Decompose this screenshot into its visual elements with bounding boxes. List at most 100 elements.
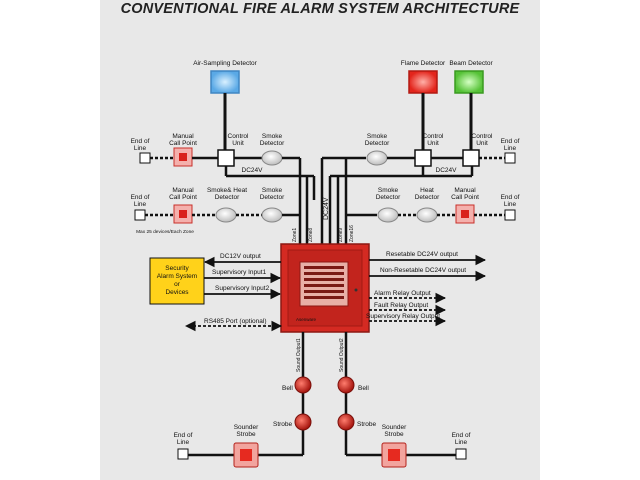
non-resetable-output-label: Non-Resetable DC24V output bbox=[380, 267, 466, 274]
svg-text:Control: Control bbox=[423, 133, 445, 140]
svg-text:Call Point: Call Point bbox=[451, 194, 479, 201]
zone-row-2-left: End of Line Manual Call Point Smoke& Hea… bbox=[131, 187, 300, 235]
end-of-line-bottom-right bbox=[455, 448, 467, 460]
supervisory-input1-label: Supervisory Input1 bbox=[212, 269, 267, 276]
feed-lines bbox=[223, 93, 473, 150]
security-alarm-box: Security Alarm System or Devices bbox=[149, 257, 205, 305]
end-of-line-bottom-left bbox=[177, 448, 189, 460]
svg-text:Line: Line bbox=[134, 145, 147, 152]
svg-text:End of: End of bbox=[131, 194, 150, 201]
air-sampling-detector bbox=[210, 70, 240, 94]
svg-text:Control: Control bbox=[228, 133, 250, 140]
smoke-detector-r1 bbox=[366, 150, 388, 166]
bell-right bbox=[337, 376, 355, 394]
bell-right-label: Bell bbox=[358, 385, 369, 392]
air-sampling-label: Air-Sampling Detector bbox=[193, 60, 257, 67]
smoke-heat-detector bbox=[215, 207, 237, 223]
svg-text:End of: End of bbox=[131, 138, 150, 145]
zone-row-1-left: End of Line Manual Call Point Control Un… bbox=[131, 133, 300, 167]
flame-label: Flame Detector bbox=[401, 60, 446, 67]
zone-row-2-right: Smoke Detector Heat Detector Manual Call… bbox=[346, 187, 520, 224]
zone9-label: Zone9 bbox=[338, 228, 344, 242]
diagram-title: CONVENTIONAL FIRE ALARM SYSTEM ARCHITECT… bbox=[120, 1, 520, 17]
svg-text:Detector: Detector bbox=[415, 194, 440, 201]
svg-text:Call Point: Call Point bbox=[169, 194, 197, 201]
control-unit-r1 bbox=[414, 149, 432, 167]
control-unit-1 bbox=[217, 149, 235, 167]
svg-text:Detector: Detector bbox=[260, 140, 285, 147]
strobe-right-label: Strobe bbox=[357, 421, 377, 428]
svg-text:Smoke: Smoke bbox=[378, 187, 399, 194]
bell-left bbox=[294, 376, 312, 394]
svg-text:End of: End of bbox=[501, 194, 520, 201]
sound-output1-label: Sound Output1 bbox=[296, 338, 302, 372]
control-unit-r2 bbox=[462, 149, 480, 167]
svg-text:Strobe: Strobe bbox=[384, 431, 404, 438]
heat-detector bbox=[416, 207, 438, 223]
fire-alarm-control-panel: Asenware bbox=[280, 243, 370, 333]
svg-text:Manual: Manual bbox=[172, 187, 194, 194]
svg-text:Smoke& Heat: Smoke& Heat bbox=[207, 187, 247, 194]
strobe-right bbox=[337, 413, 355, 431]
dc24v-vertical-label: DC24V bbox=[323, 197, 330, 220]
beam-detector bbox=[454, 70, 484, 94]
alarm-relay-label: Alarm Relay Output bbox=[374, 290, 431, 297]
flame-detector bbox=[408, 70, 438, 94]
beam-label: Beam Detector bbox=[449, 60, 493, 67]
zone1-label: Zone1 bbox=[292, 228, 298, 242]
svg-text:Manual: Manual bbox=[454, 187, 476, 194]
svg-text:Call Point: Call Point bbox=[169, 140, 197, 147]
smoke-detector-2 bbox=[261, 207, 283, 223]
svg-text:Line: Line bbox=[177, 439, 190, 446]
svg-text:Sounder: Sounder bbox=[382, 424, 407, 431]
strobe-left-label: Strobe bbox=[273, 421, 293, 428]
svg-text:Detector: Detector bbox=[376, 194, 401, 201]
svg-text:Unit: Unit bbox=[232, 140, 244, 147]
supervisory-relay-label: Supervisory Relay Output bbox=[366, 313, 440, 320]
svg-text:Detector: Detector bbox=[215, 194, 240, 201]
sounder-strobe-right bbox=[381, 442, 407, 468]
smoke-detector-1 bbox=[261, 150, 283, 166]
smoke-detector-r2 bbox=[377, 207, 399, 223]
svg-text:Unit: Unit bbox=[476, 140, 488, 147]
zone8-label: Zone8 bbox=[308, 228, 314, 242]
strobe-left bbox=[294, 413, 312, 431]
svg-text:Alarm System: Alarm System bbox=[157, 273, 197, 280]
svg-text:Smoke: Smoke bbox=[262, 187, 283, 194]
dc24v-bus bbox=[224, 166, 474, 178]
svg-text:End of: End of bbox=[452, 432, 471, 439]
svg-text:or: or bbox=[174, 281, 181, 288]
svg-text:End of: End of bbox=[501, 138, 520, 145]
rs485-label: RS485 Port (optional) bbox=[204, 318, 267, 325]
left-io-lines bbox=[184, 256, 283, 332]
svg-text:Smoke: Smoke bbox=[262, 133, 283, 140]
dc12v-output-label: DC12V output bbox=[220, 253, 261, 260]
resetable-output-label: Resetable DC24V output bbox=[386, 251, 458, 258]
right-io-lines bbox=[369, 254, 487, 327]
sound-output2-label: Sound Output2 bbox=[339, 338, 345, 372]
svg-text:Heat: Heat bbox=[420, 187, 434, 194]
svg-text:Line: Line bbox=[455, 439, 468, 446]
svg-text:Unit: Unit bbox=[427, 140, 439, 147]
svg-text:Devices: Devices bbox=[165, 289, 189, 296]
svg-text:Line: Line bbox=[504, 145, 517, 152]
svg-text:Smoke: Smoke bbox=[367, 133, 388, 140]
svg-text:Manual: Manual bbox=[172, 133, 194, 140]
svg-text:End of: End of bbox=[174, 432, 193, 439]
supervisory-input2-label: Supervisory Input2 bbox=[215, 285, 270, 292]
max-devices-note: Max 25 devices/Each Zone bbox=[136, 229, 194, 235]
svg-text:Control: Control bbox=[472, 133, 494, 140]
svg-text:Strobe: Strobe bbox=[236, 431, 256, 438]
fault-relay-label: Fault Relay Output bbox=[374, 302, 428, 309]
panel-brand: Asenware bbox=[296, 317, 317, 322]
svg-text:Sounder: Sounder bbox=[234, 424, 259, 431]
dc24v-right-label: DC24V bbox=[436, 167, 458, 174]
svg-text:Line: Line bbox=[134, 201, 147, 208]
bell-left-label: Bell bbox=[282, 385, 293, 392]
zone16-label: Zone16 bbox=[349, 225, 355, 242]
zone-wires bbox=[298, 156, 348, 245]
svg-text:Detector: Detector bbox=[365, 140, 390, 147]
sounder-strobe-left bbox=[233, 442, 259, 468]
